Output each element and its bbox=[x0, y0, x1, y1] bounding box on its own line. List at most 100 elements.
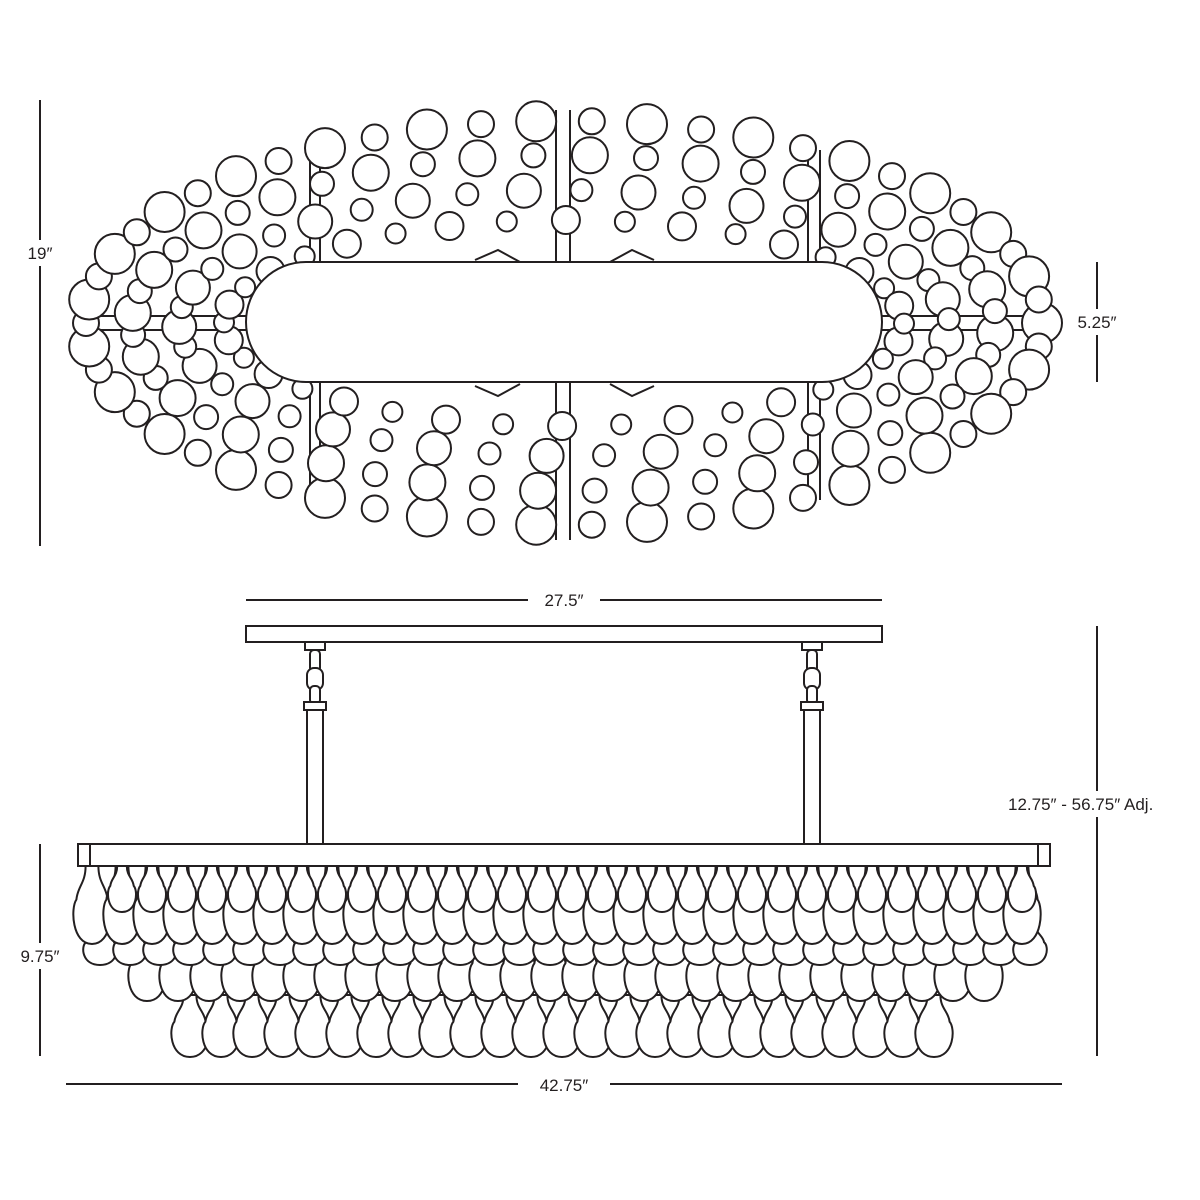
crystal-ball bbox=[162, 236, 189, 263]
crystal-ball bbox=[687, 502, 716, 531]
crystal-drop bbox=[797, 865, 827, 914]
crystal-ball bbox=[738, 454, 777, 493]
frame-bracket bbox=[609, 383, 655, 398]
crystal-ball bbox=[492, 413, 515, 436]
crystal-ball bbox=[732, 487, 775, 530]
crystal-ball bbox=[820, 211, 857, 248]
crystal-drop bbox=[790, 994, 830, 1059]
crystal-ball bbox=[692, 468, 719, 495]
crystal-ball bbox=[434, 211, 465, 241]
crystal-drop bbox=[677, 865, 707, 914]
crystal-ball bbox=[905, 396, 944, 435]
crystal-ball bbox=[667, 211, 697, 242]
crystal-ball bbox=[515, 100, 558, 143]
crystal-ball bbox=[405, 495, 448, 538]
crystal-ball bbox=[909, 172, 952, 215]
top-view-crystals bbox=[68, 100, 1063, 546]
crystal-ball bbox=[234, 383, 271, 420]
side-view-frame bbox=[77, 843, 1051, 867]
crystal-ball bbox=[381, 400, 404, 423]
top-height-label: 19″ bbox=[28, 244, 53, 263]
crystal-drop bbox=[647, 865, 677, 914]
crystal-ball bbox=[949, 420, 978, 448]
crystal-drop bbox=[1007, 865, 1037, 914]
crystal-drop bbox=[294, 994, 334, 1059]
crystal-drop bbox=[497, 865, 527, 914]
crystal-ball bbox=[834, 183, 861, 210]
crystal-ball bbox=[610, 413, 633, 436]
crystal-ball bbox=[307, 444, 345, 483]
crystal-drop bbox=[480, 994, 520, 1059]
top-inner-height-label: 5.25″ bbox=[1077, 313, 1116, 332]
crystal-ball bbox=[828, 140, 871, 182]
crystal-ball bbox=[258, 178, 297, 217]
crystal-ball bbox=[181, 347, 218, 384]
crystal-ball bbox=[740, 158, 766, 185]
crystal-drop bbox=[387, 994, 427, 1059]
crystal-ball bbox=[183, 179, 212, 208]
rod-collar bbox=[303, 701, 327, 711]
crystal-ball bbox=[570, 136, 609, 175]
crystal-ball bbox=[793, 449, 819, 476]
frame-bracket bbox=[474, 248, 521, 263]
crystal-ball bbox=[304, 476, 346, 519]
crystal-ball bbox=[936, 307, 961, 332]
crystal-drop bbox=[449, 994, 489, 1059]
crystal-drop bbox=[167, 865, 197, 914]
crystal-ball bbox=[528, 437, 565, 474]
crystal-ball bbox=[277, 404, 302, 429]
crystal-ball bbox=[362, 461, 388, 488]
crystal-drop bbox=[977, 865, 1007, 914]
crystal-ball bbox=[193, 404, 220, 431]
crystal-ball bbox=[939, 383, 966, 410]
crystal-drop bbox=[821, 994, 861, 1059]
crystal-ball bbox=[724, 223, 747, 246]
crystal-ball bbox=[970, 392, 1013, 435]
rod-collar bbox=[800, 701, 824, 711]
crystal-ball bbox=[232, 346, 255, 369]
crystal-ball bbox=[221, 415, 260, 454]
label-mask bbox=[1066, 309, 1128, 335]
crystal-ball bbox=[873, 277, 896, 300]
crystal-ball bbox=[214, 289, 245, 320]
crystal-ball bbox=[954, 357, 993, 396]
crystal-ball bbox=[477, 441, 502, 466]
crystal-ball bbox=[135, 250, 174, 289]
crystal-drop bbox=[418, 994, 458, 1059]
crystal-ball bbox=[409, 151, 436, 178]
crystal-ball bbox=[520, 142, 547, 169]
crystal-ball bbox=[297, 203, 334, 240]
crystal-ball bbox=[613, 210, 636, 233]
crystal-ball bbox=[893, 312, 915, 335]
crystal-ball bbox=[550, 205, 581, 235]
label-mask bbox=[518, 1072, 610, 1098]
crystal-ball bbox=[315, 411, 351, 448]
crystal-ball bbox=[871, 347, 894, 370]
crystal-drop bbox=[325, 994, 365, 1059]
crystal-drop bbox=[857, 865, 887, 914]
crystal-ball bbox=[405, 108, 448, 151]
crystal-drop bbox=[617, 865, 647, 914]
crystal-drop bbox=[197, 865, 227, 914]
canopy-width-label: 27.5″ bbox=[544, 591, 583, 610]
crystal-ball bbox=[897, 359, 934, 396]
crystal-ball bbox=[431, 404, 461, 435]
crystal-ball bbox=[267, 436, 294, 463]
crystal-ball bbox=[349, 197, 374, 222]
crystal-drop bbox=[883, 994, 923, 1059]
crystal-drop bbox=[347, 865, 377, 914]
crystal-ball bbox=[999, 378, 1028, 407]
crystal-ball bbox=[620, 174, 657, 211]
crystal-drop bbox=[737, 865, 767, 914]
crystal-ball bbox=[887, 243, 924, 280]
crystal-ball bbox=[863, 232, 888, 257]
crystal-drop bbox=[635, 994, 675, 1059]
crystal-ball bbox=[93, 232, 136, 275]
crystal-drop bbox=[170, 994, 210, 1059]
crystal-ball bbox=[394, 182, 431, 219]
crystal-ball bbox=[877, 420, 904, 447]
crystal-ball bbox=[158, 379, 197, 418]
crystal-ball bbox=[633, 145, 659, 172]
label-mask bbox=[18, 240, 62, 266]
crystal-ball bbox=[200, 256, 225, 281]
